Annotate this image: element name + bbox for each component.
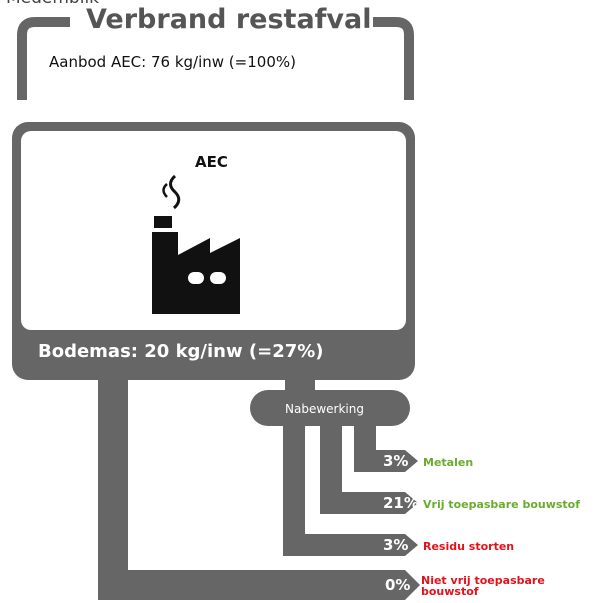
flow-non-free-building-material [98, 416, 405, 600]
flow-residue-landfill [283, 424, 405, 556]
output-percent-non-free-building-material: 0% [385, 576, 411, 594]
flow-free-building-material [320, 424, 405, 514]
arrowhead-non-free-building-material [405, 570, 420, 600]
factory-icon [152, 174, 240, 314]
supply-bracket [17, 17, 414, 100]
output-percent-metals: 3% [383, 452, 409, 470]
arrowhead-residue-landfill [405, 534, 418, 556]
bottom-ash-text: Bodemas: 20 kg/inw (=27%) [38, 341, 324, 362]
facility-label: AEC [195, 153, 228, 171]
post-processing-pill [250, 390, 410, 426]
aec-inner-panel [21, 131, 406, 330]
flow-metals [354, 424, 405, 472]
output-label-non-free-building-material: Niet vrij toepasbare bouwstof [421, 574, 545, 598]
arrowhead-metals [405, 450, 418, 472]
diagram-title: Verbrand restafval [86, 4, 372, 35]
output-label-metals: Metalen [423, 456, 474, 469]
output-percent-free-building-material: 21% [383, 494, 419, 512]
flow-stem-residual [98, 378, 128, 418]
output-label-residue-landfill: Residu storten [423, 540, 515, 553]
location-label: Medemblik [6, 0, 99, 8]
arrowhead-free-building-material [405, 492, 418, 514]
supply-text: Aanbod AEC: 76 kg/inw (=100%) [49, 53, 296, 71]
output-label-free-building-material: Vrij toepasbare bouwstof [423, 498, 581, 511]
post-processing-label: Nabewerking [285, 402, 364, 416]
output-percent-residue-landfill: 3% [383, 536, 409, 554]
